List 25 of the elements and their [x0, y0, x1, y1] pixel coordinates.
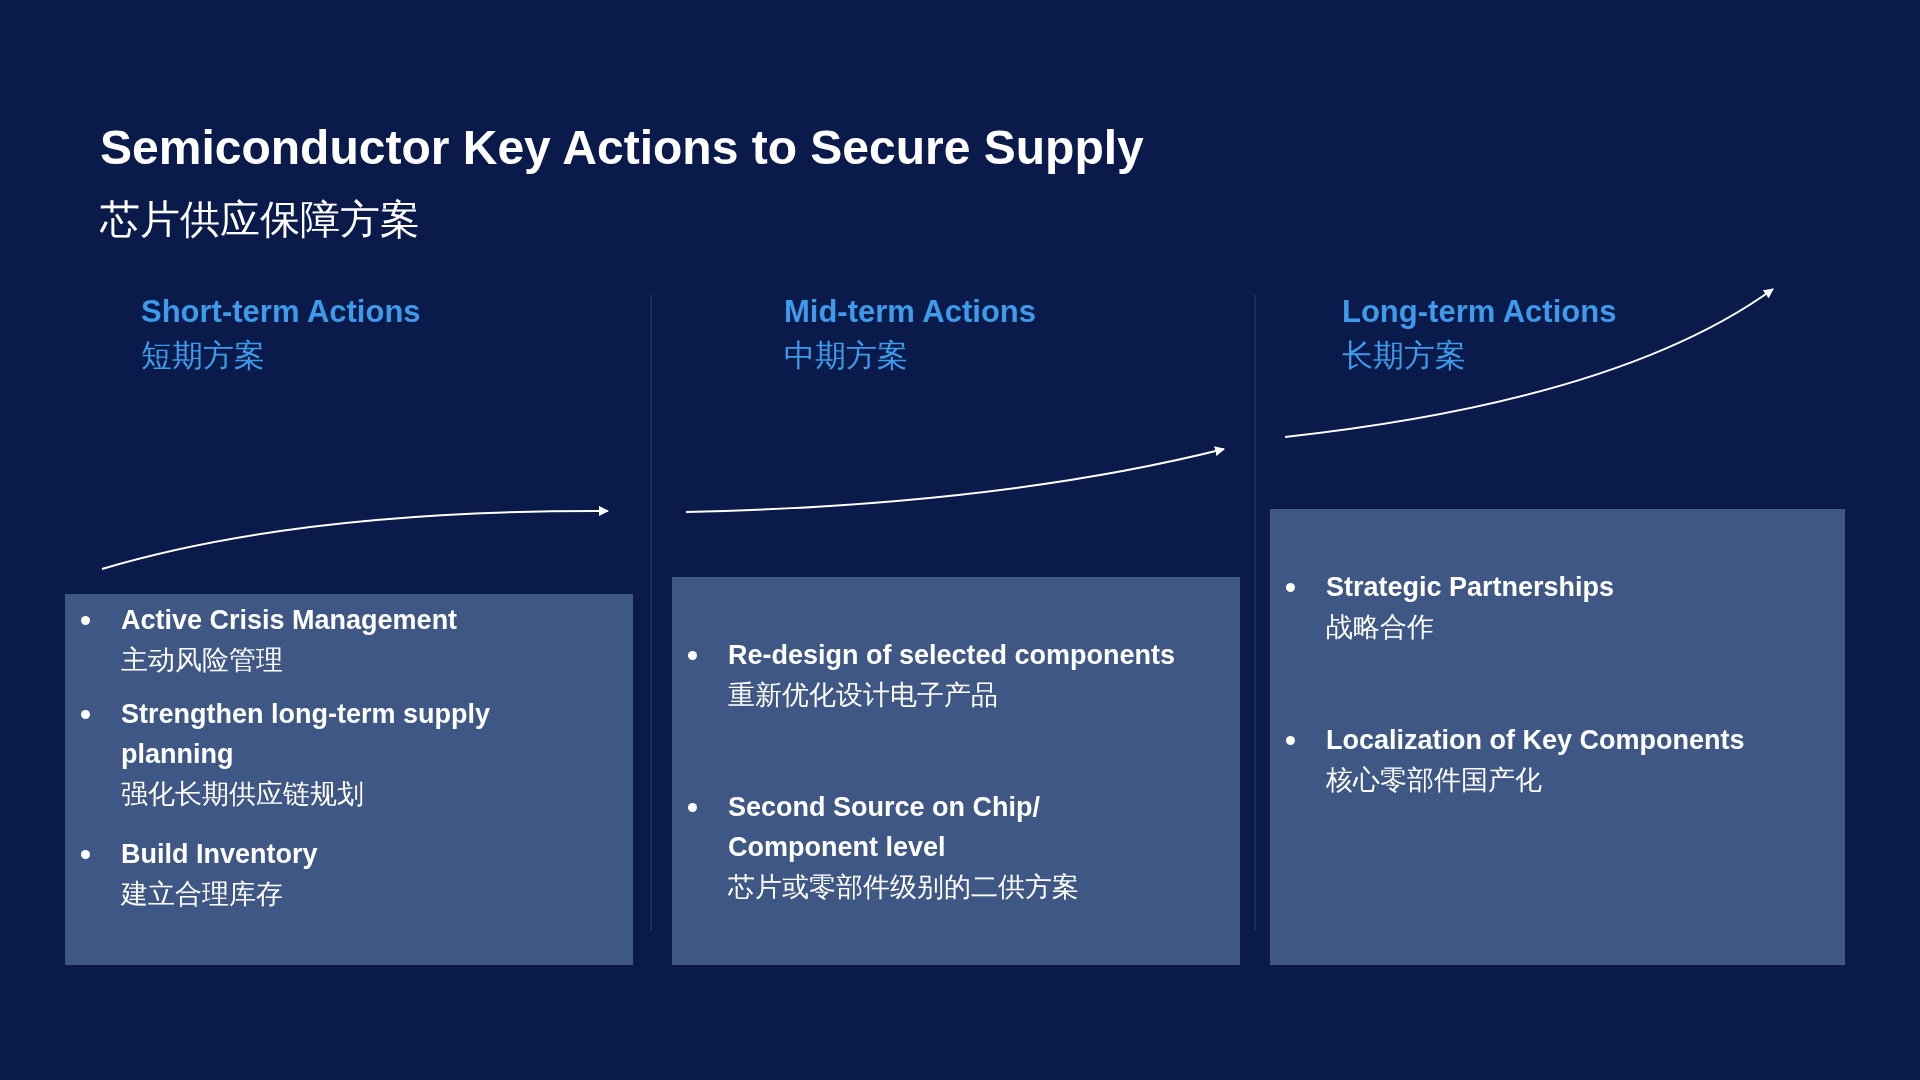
bullet-text: Build Inventory: [121, 838, 319, 871]
title: Semiconductor Key Actions to Secure Supply: [100, 120, 1144, 175]
action-panel: [65, 594, 633, 965]
column-heading: 短期方案: [141, 337, 265, 375]
bullet-text: 核心零部件国产化: [1326, 764, 1543, 797]
subtitle: 芯片供应保障方案: [100, 196, 420, 243]
bullet-text: 芯片或零部件级别的二供方案: [728, 871, 1080, 904]
bullet-text: 强化长期供应链规划: [121, 778, 365, 811]
bullet-text: Localization of Key Components: [1326, 724, 1746, 757]
column-heading: 中期方案: [784, 337, 908, 375]
bullet-text: Active Crisis Management: [121, 604, 459, 637]
action-panel: [1270, 509, 1845, 965]
bullet-text: Strategic Partnerships: [1326, 571, 1616, 604]
bullet-text: 战略合作: [1326, 611, 1435, 644]
bullet-text: Second Source on Chip/ Component level: [728, 791, 1042, 864]
bullet-text: 主动风险管理: [121, 644, 284, 677]
bullet-text: 重新优化设计电子产品: [728, 679, 999, 712]
column-heading: 长期方案: [1342, 337, 1466, 375]
column-heading: Mid-term Actions: [784, 293, 1037, 331]
column-heading: Long-term Actions: [1342, 293, 1617, 331]
action-panel: [672, 577, 1240, 965]
bullet-text: Strengthen long-term supply planning: [121, 698, 491, 771]
column-heading: Short-term Actions: [141, 293, 421, 331]
bullet-text: 建立合理库存: [121, 878, 284, 911]
bullet-text: Re-design of selected components: [728, 639, 1177, 672]
